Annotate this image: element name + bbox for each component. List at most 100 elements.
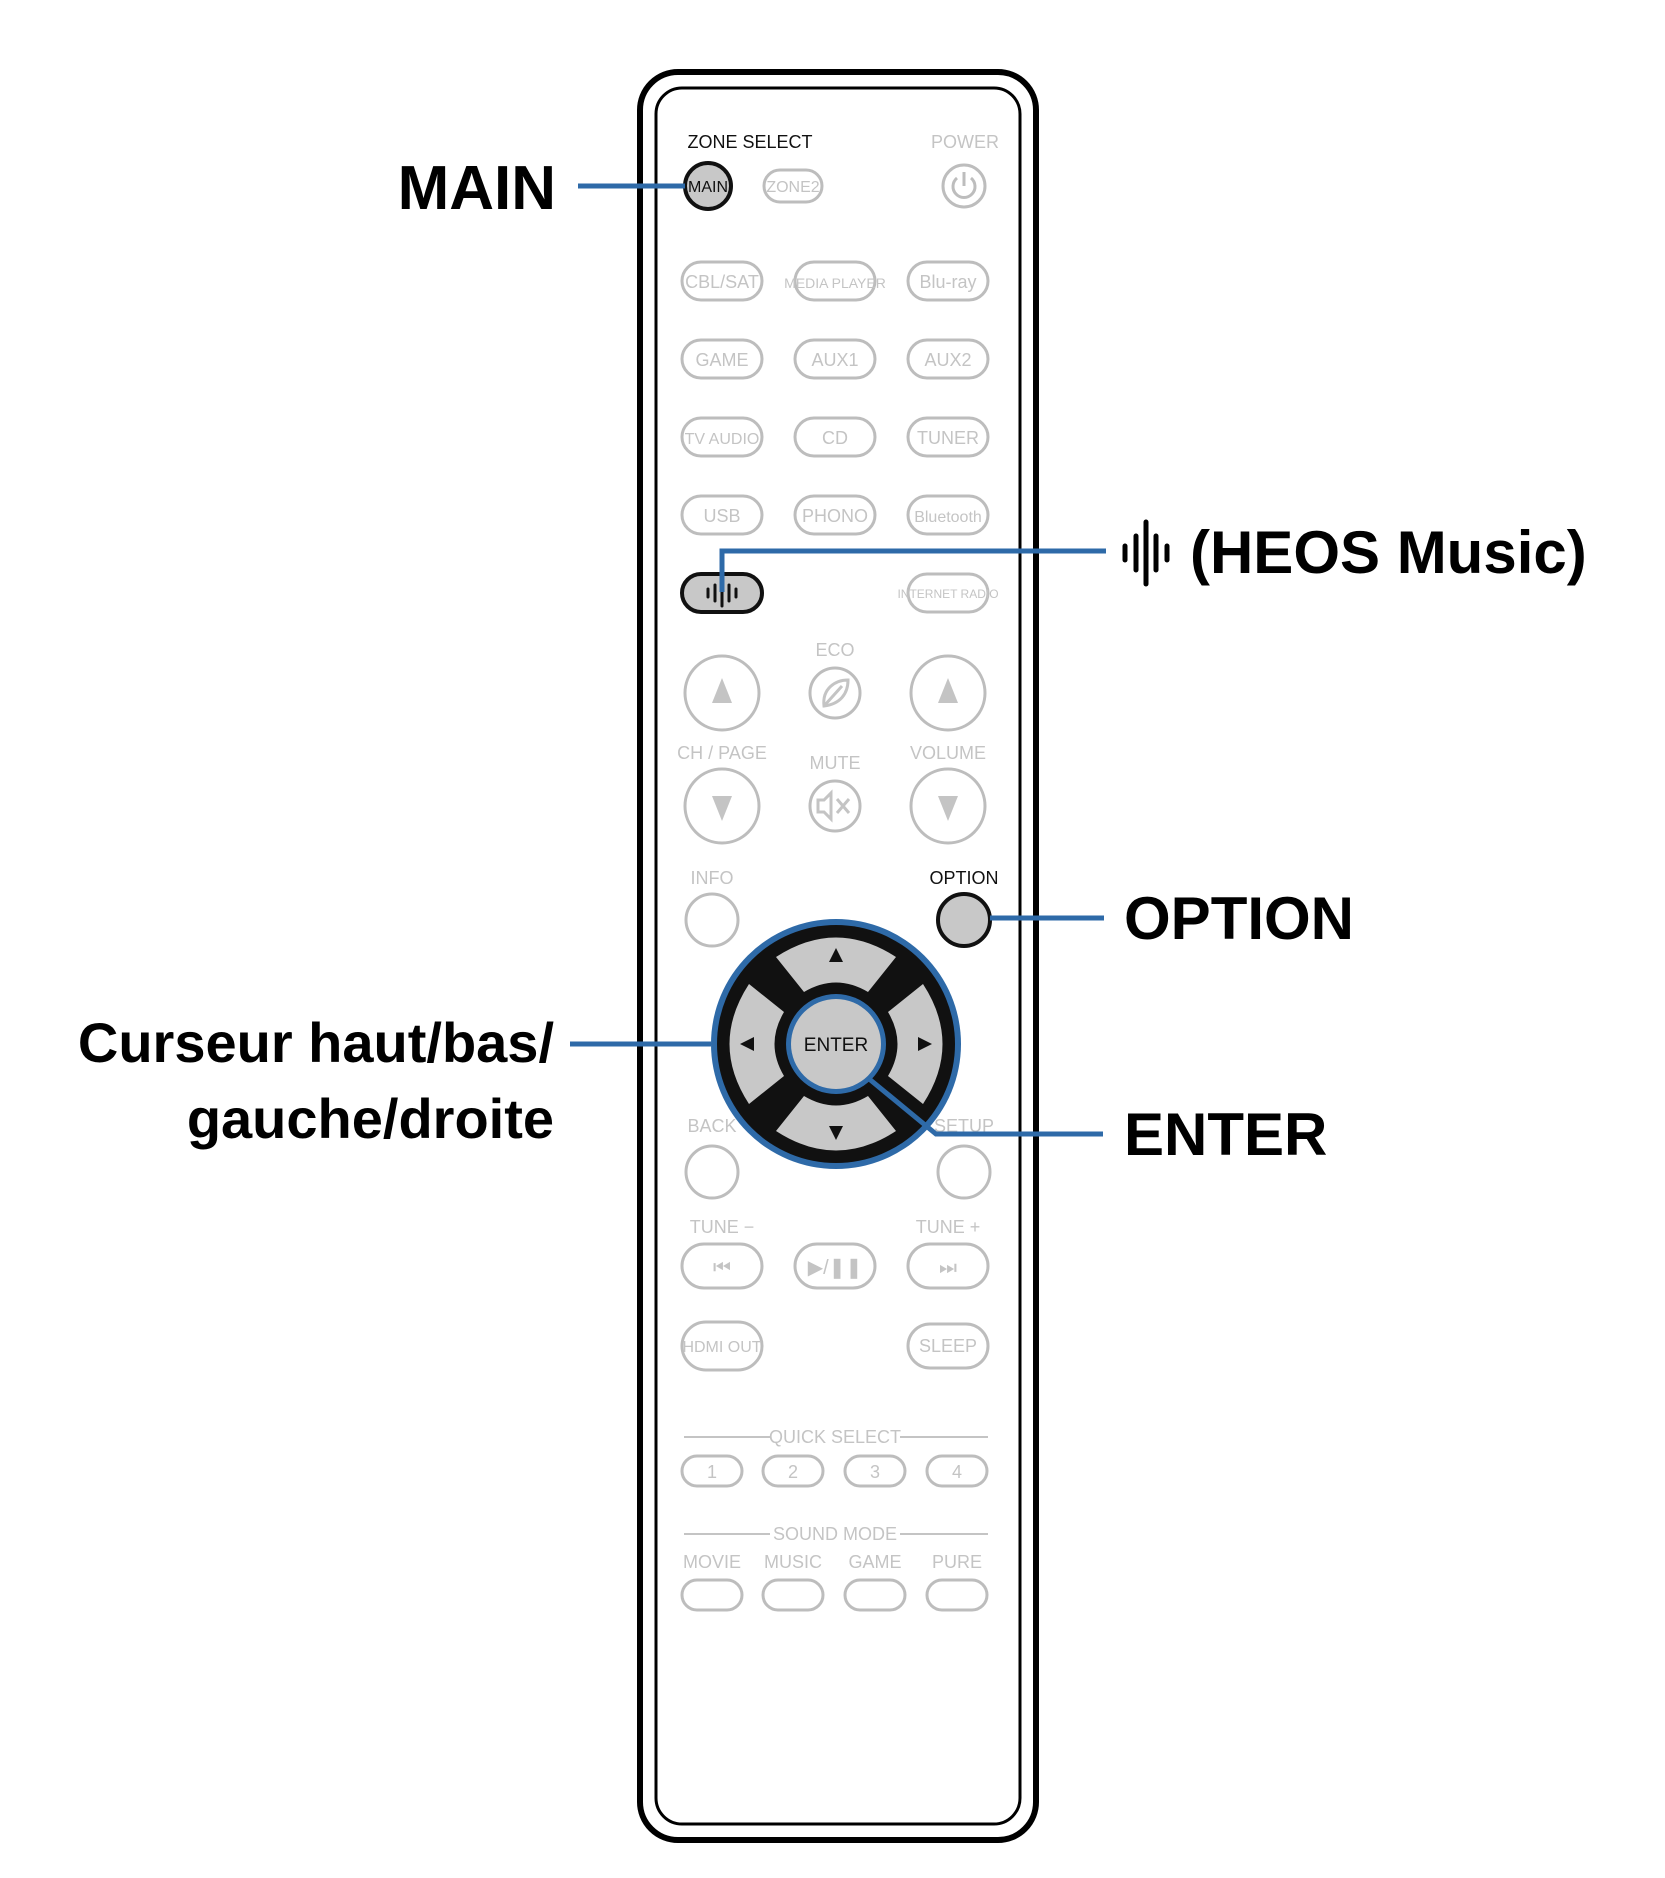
option-label: OPTION (929, 868, 998, 888)
power-label: POWER (931, 132, 999, 152)
input-usb-label: USB (703, 506, 740, 526)
input-bluray-button[interactable]: Blu-ray (906, 260, 990, 302)
cursor-callout-line1: Curseur haut/bas/ (78, 1011, 555, 1074)
zone2-button[interactable]: ZONE2 (762, 168, 824, 204)
quick-select-4-button[interactable]: 4 (925, 1454, 989, 1488)
input-game-label: GAME (695, 350, 748, 370)
quick-select-1-button[interactable]: 1 (680, 1454, 744, 1488)
input-aux1-label: AUX1 (811, 350, 858, 370)
skip-forward-button[interactable]: ⏭ (906, 1242, 990, 1290)
input-aux1-button[interactable]: AUX1 (793, 338, 877, 380)
quick-select-3-label: 3 (870, 1462, 880, 1482)
enter-button-label: ENTER (804, 1035, 868, 1056)
quick-select-2-label: 2 (788, 1462, 798, 1482)
cursor-right-button[interactable] (888, 984, 943, 1104)
volume-up-button[interactable] (909, 654, 987, 732)
heos-callout-line (719, 548, 1106, 592)
sound-mode-music-label: MUSIC (764, 1552, 822, 1572)
sound-mode-movie-button[interactable] (680, 1578, 744, 1612)
sound-mode-game-label: GAME (848, 1552, 901, 1572)
heos-callout: (HEOS Music) (1190, 519, 1587, 586)
ch-page-up-button[interactable] (683, 654, 761, 732)
input-media-player-button[interactable]: MEDIA PLAYER (784, 260, 886, 302)
volume-label: VOLUME (910, 743, 986, 763)
right-arrow-icon (918, 1037, 932, 1051)
enter-button[interactable]: ENTER (786, 994, 886, 1094)
tune-plus-label: TUNE + (916, 1217, 981, 1237)
skip-forward-icon: ⏭ (939, 1257, 957, 1279)
ch-page-label: CH / PAGE (677, 743, 767, 763)
back-button[interactable] (684, 1144, 740, 1200)
up-triangle-icon (712, 678, 732, 703)
cursor-up-button[interactable] (776, 937, 896, 993)
input-phono-button[interactable]: PHONO (793, 494, 877, 536)
quick-select-4-label: 4 (952, 1462, 962, 1482)
eco-button[interactable] (808, 666, 862, 720)
zone2-button-label: ZONE2 (766, 179, 819, 196)
input-cd-button[interactable]: CD (793, 416, 877, 458)
hdmi-out-label: HDMI OUT (682, 1339, 761, 1356)
input-cbl-sat-button[interactable]: CBL/SAT (680, 260, 764, 302)
internet-radio-button[interactable]: INTERNET RADIO (897, 572, 999, 614)
sound-mode-pure-button[interactable] (925, 1578, 989, 1612)
power-button[interactable] (941, 163, 987, 209)
power-icon (951, 172, 977, 199)
skip-back-icon: ⏮ (713, 1257, 731, 1279)
sleep-label: SLEEP (919, 1336, 977, 1356)
leaf-icon (822, 678, 850, 708)
hdmi-out-button[interactable]: HDMI OUT (680, 1320, 764, 1372)
internet-radio-label: INTERNET RADIO (897, 587, 998, 601)
back-label: BACK (687, 1116, 736, 1136)
quick-select-2-button[interactable]: 2 (761, 1454, 825, 1488)
sound-mode-pure-label: PURE (932, 1552, 982, 1572)
cursor-left-button[interactable] (729, 984, 785, 1104)
input-bluetooth-label: Bluetooth (914, 509, 982, 526)
volume-down-button[interactable] (909, 767, 987, 845)
setup-button[interactable] (936, 1144, 992, 1200)
sound-mode-movie-label: MOVIE (683, 1552, 741, 1572)
input-usb-button[interactable]: USB (680, 494, 764, 536)
input-bluray-label: Blu-ray (919, 272, 976, 292)
up-arrow-icon (829, 948, 843, 962)
play-pause-button[interactable]: ▶/❚❚ (793, 1242, 877, 1290)
input-tv-audio-label: TV AUDIO (685, 431, 760, 448)
quick-select-label: QUICK SELECT (769, 1427, 901, 1447)
input-aux2-button[interactable]: AUX2 (906, 338, 990, 380)
sound-mode-music-button[interactable] (761, 1578, 825, 1612)
input-aux2-label: AUX2 (924, 350, 971, 370)
main-button-label: MAIN (688, 179, 728, 196)
skip-back-button[interactable]: ⏮ (680, 1242, 764, 1290)
sound-mode-label: SOUND MODE (773, 1524, 897, 1544)
option-button[interactable] (936, 892, 992, 948)
info-button[interactable] (684, 892, 740, 948)
cursor-down-button[interactable] (776, 1096, 896, 1151)
input-bluetooth-button[interactable]: Bluetooth (906, 494, 990, 536)
input-game-button[interactable]: GAME (680, 338, 764, 380)
quick-select-1-label: 1 (707, 1462, 717, 1482)
mute-icon (816, 789, 851, 823)
mute-button[interactable] (808, 779, 862, 833)
cursor-pad: ENTER (711, 919, 961, 1169)
main-button[interactable]: MAIN (683, 161, 733, 211)
mute-label: MUTE (810, 753, 861, 773)
play-pause-icon: ▶/❚❚ (808, 1257, 862, 1279)
info-label: INFO (691, 868, 734, 888)
input-tv-audio-button[interactable]: TV AUDIO (680, 416, 764, 458)
enter-callout-line (866, 1076, 1103, 1137)
up-triangle-icon (938, 678, 958, 703)
ch-page-down-button[interactable] (683, 767, 761, 845)
input-cd-label: CD (822, 428, 848, 448)
down-triangle-icon (938, 796, 958, 821)
input-tuner-button[interactable]: TUNER (906, 416, 990, 458)
sleep-button[interactable]: SLEEP (906, 1322, 990, 1370)
input-cbl-sat-label: CBL/SAT (685, 272, 759, 292)
sound-mode-game-button[interactable] (843, 1578, 907, 1612)
left-arrow-icon (740, 1037, 754, 1051)
input-tuner-label: TUNER (917, 428, 979, 448)
option-callout: OPTION (1124, 885, 1354, 952)
down-triangle-icon (712, 796, 732, 821)
input-phono-label: PHONO (802, 506, 868, 526)
quick-select-3-button[interactable]: 3 (843, 1454, 907, 1488)
eco-label: ECO (815, 640, 854, 660)
